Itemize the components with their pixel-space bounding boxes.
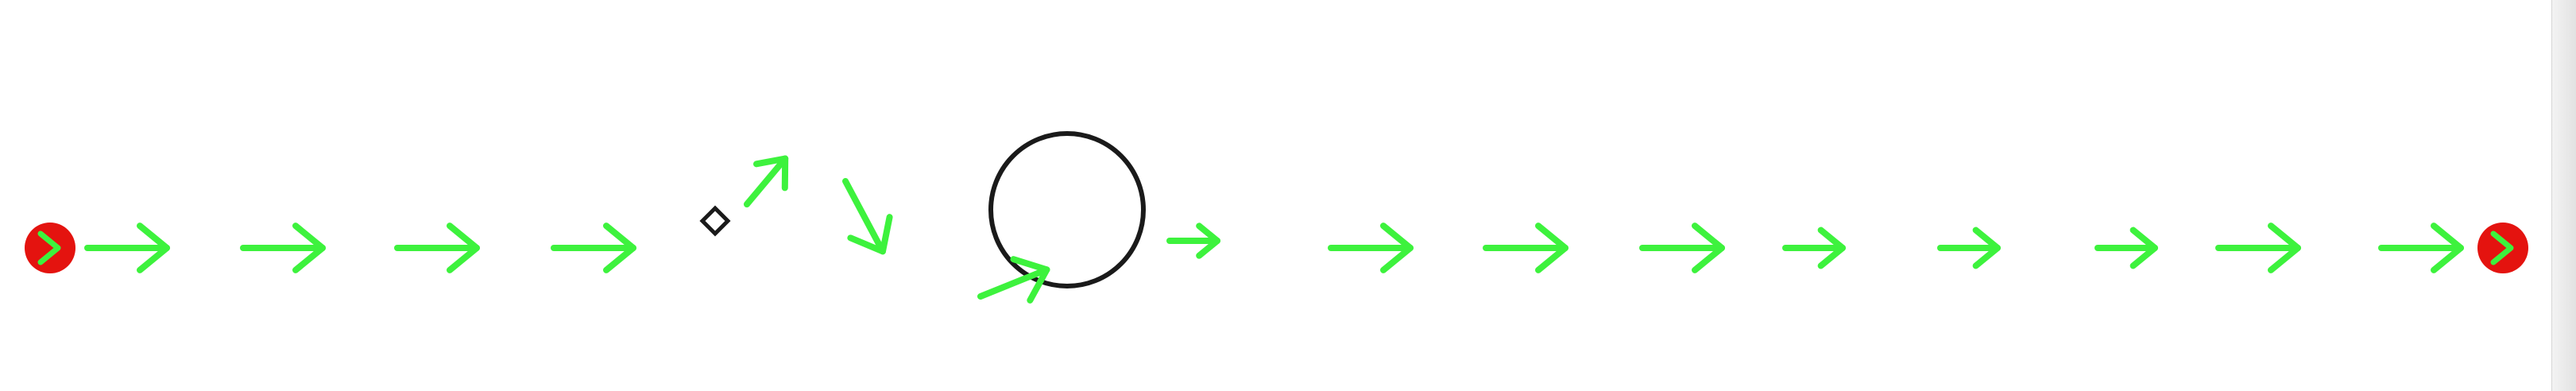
- arrow-8: [1166, 223, 1220, 259]
- arrow-3: [394, 223, 480, 273]
- arrow-5: [744, 155, 789, 207]
- arrow-7: [977, 256, 1050, 304]
- endpoints-layer: [25, 223, 2528, 273]
- arrow-12: [1782, 226, 1846, 269]
- arrow-6: [842, 178, 893, 255]
- window-edge: [2551, 0, 2576, 391]
- heading-chevron-icon: [2490, 230, 2514, 265]
- arrow-11: [1639, 223, 1725, 273]
- arrow-9: [1328, 223, 1414, 273]
- endpoint-dot: [25, 223, 75, 273]
- goal-point: [2477, 223, 2528, 273]
- arrow-10: [1483, 223, 1568, 273]
- arrows-layer: [84, 155, 2464, 304]
- arrow-1: [84, 223, 170, 273]
- arrow-16: [2378, 223, 2464, 273]
- arrow-14: [2094, 226, 2158, 269]
- endpoint-dot: [2477, 223, 2528, 273]
- heading-chevron-icon: [37, 230, 61, 265]
- diamond-marker: [699, 205, 731, 237]
- arrow-2: [240, 223, 326, 273]
- arrow-13: [1937, 226, 2001, 269]
- obstacles-layer: [699, 131, 1146, 288]
- start-point: [25, 223, 75, 273]
- circle-obstacle: [988, 131, 1146, 288]
- arrow-15: [2215, 223, 2301, 273]
- arrow-4: [551, 223, 636, 273]
